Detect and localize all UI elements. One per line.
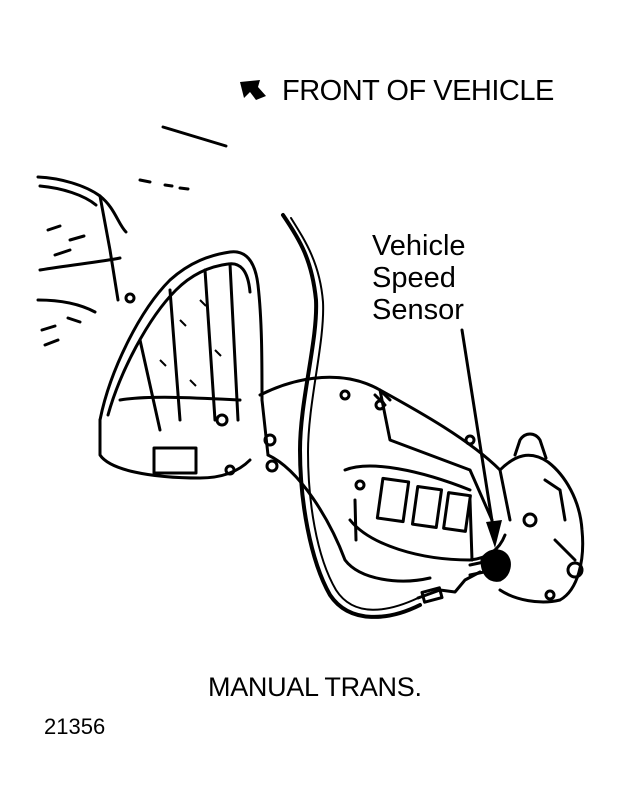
sensor-label-line-1: Vehicle — [372, 230, 466, 262]
figure-number: 21356 — [44, 714, 106, 739]
vehicle-speed-sensor-label: Vehicle Speed Sensor — [372, 230, 466, 326]
figure-caption: MANUAL TRANS. — [208, 672, 422, 702]
front-of-vehicle-label: FRONT OF VEHICLE — [282, 75, 554, 107]
sensor-label-line-2: Speed — [372, 262, 456, 294]
front-arrow-icon — [240, 80, 266, 100]
sensor-label-line-3: Sensor — [372, 294, 464, 326]
